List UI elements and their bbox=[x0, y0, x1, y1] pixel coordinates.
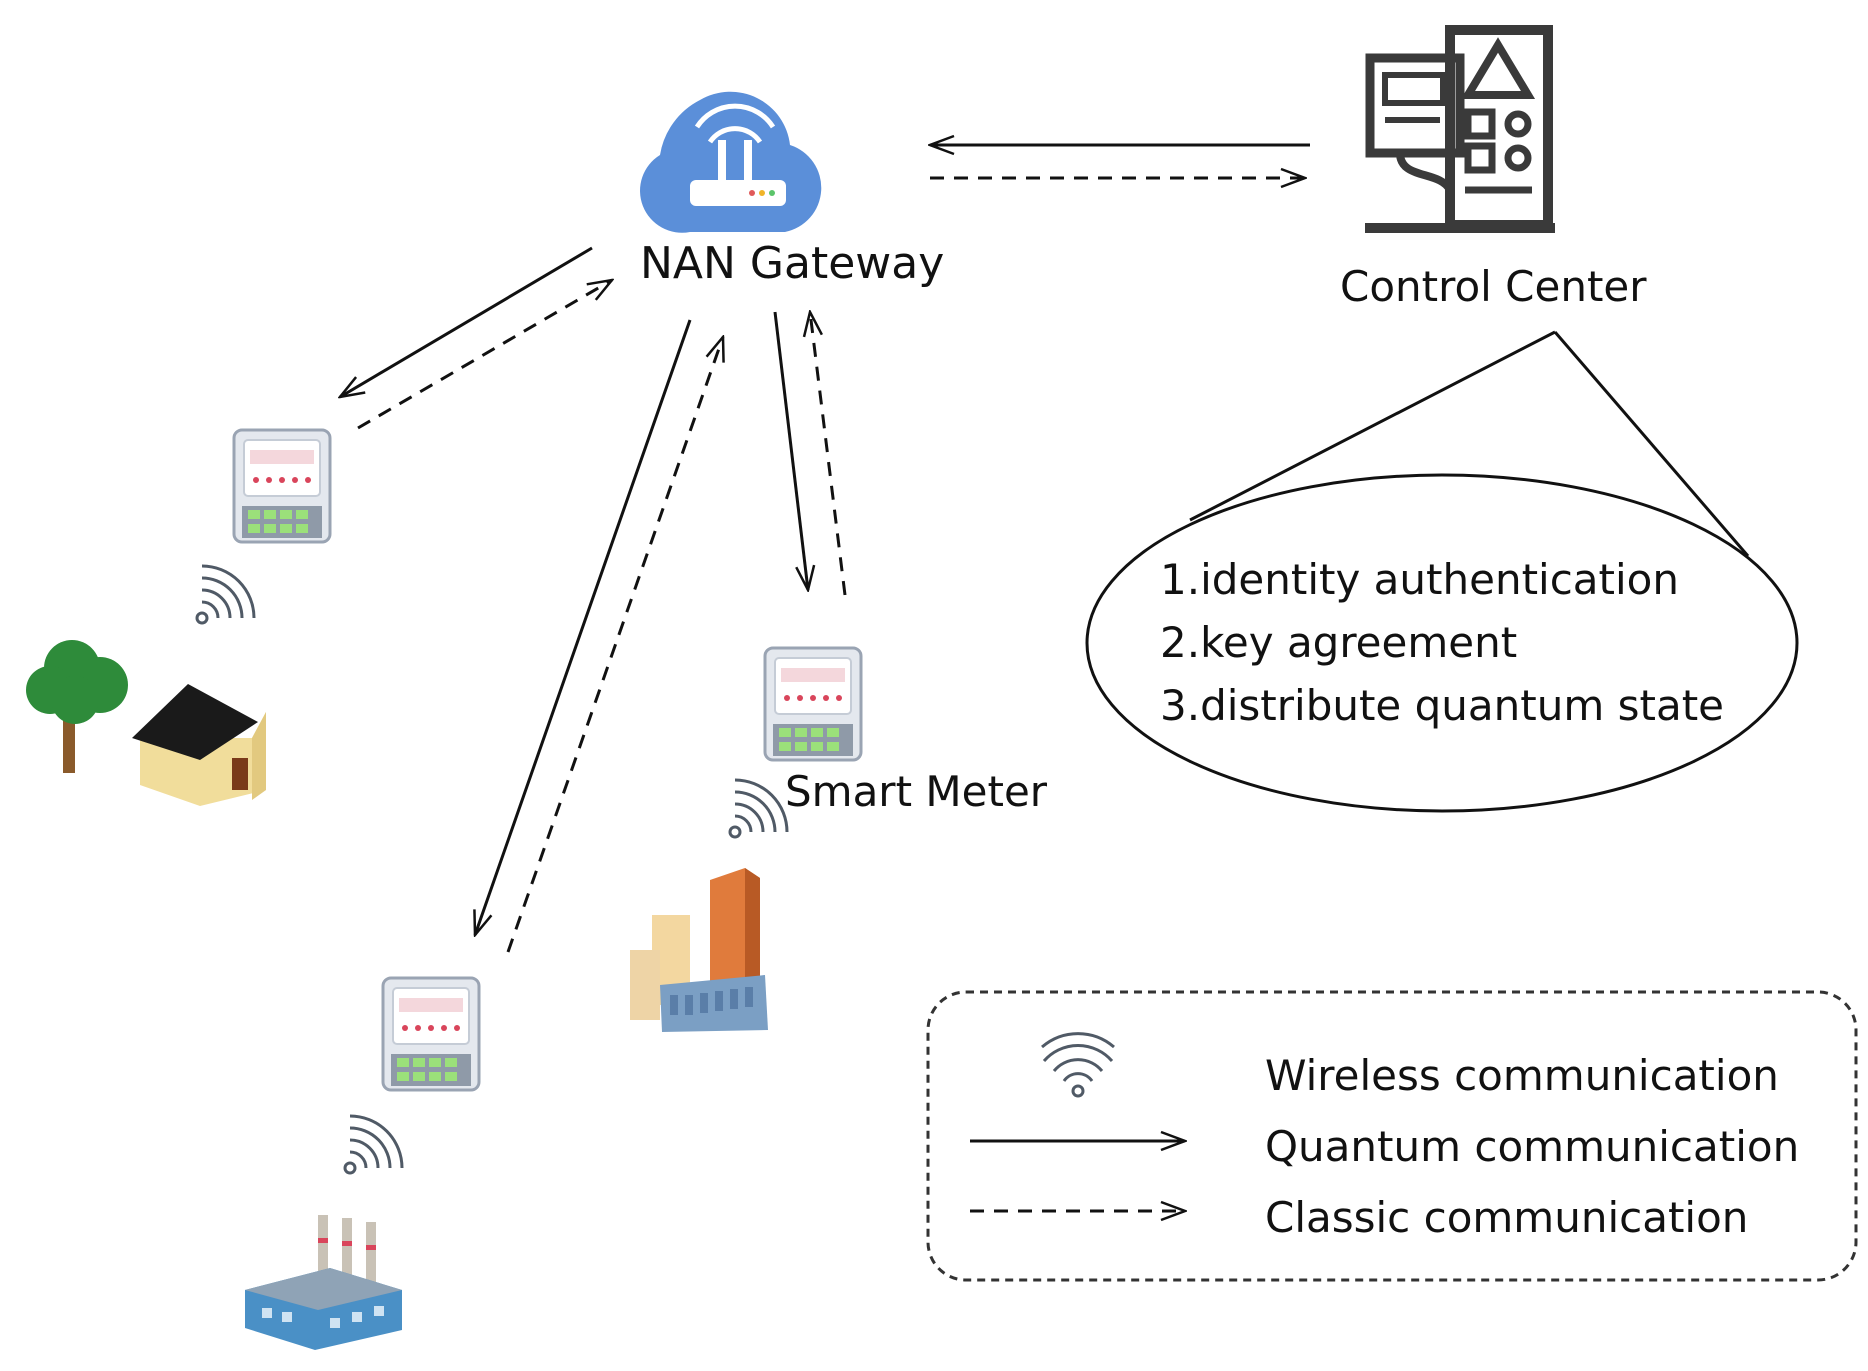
gw-meter3-links bbox=[475, 319, 723, 953]
legend-labels: Wireless communication Quantum communica… bbox=[1265, 1040, 1799, 1253]
gw-meter1-links bbox=[340, 246, 612, 430]
smart-meter-label: Smart Meter bbox=[785, 767, 1048, 816]
control-center-label: Control Center bbox=[1340, 262, 1647, 311]
callout bbox=[1085, 330, 1799, 813]
task-item: 1.identity authentication bbox=[1160, 555, 1679, 604]
task-ellipse bbox=[1085, 473, 1799, 813]
control-panel-icon bbox=[1365, 25, 1555, 233]
legend bbox=[926, 990, 1858, 1282]
smart-meter-icon bbox=[763, 646, 863, 762]
task-list: 1.identity authentication 2.key agreemen… bbox=[1160, 548, 1724, 737]
legend-classic-label: Classic communication bbox=[1265, 1193, 1749, 1242]
router-cloud-icon bbox=[640, 91, 822, 233]
tree-icon bbox=[26, 640, 128, 773]
gw-meter2-links bbox=[773, 312, 847, 596]
smart-meter-icon bbox=[381, 976, 481, 1092]
house-icon bbox=[132, 684, 266, 806]
buildings-icon bbox=[630, 868, 768, 1032]
gateway-label: NAN Gateway bbox=[640, 238, 945, 289]
smart-meter-icon bbox=[232, 428, 332, 544]
legend-wifi-icon bbox=[1041, 1032, 1115, 1098]
gw-cc-links bbox=[930, 145, 1310, 178]
wifi-icon bbox=[195, 564, 256, 625]
wifi-icon bbox=[343, 1114, 404, 1175]
task-item: 3.distribute quantum state bbox=[1160, 681, 1725, 730]
task-item: 2.key agreement bbox=[1160, 618, 1518, 667]
wifi-icon bbox=[728, 778, 789, 839]
legend-quantum-label: Quantum communication bbox=[1265, 1122, 1800, 1171]
legend-wireless-label: Wireless communication bbox=[1265, 1051, 1779, 1100]
factory-icon bbox=[245, 1215, 402, 1350]
